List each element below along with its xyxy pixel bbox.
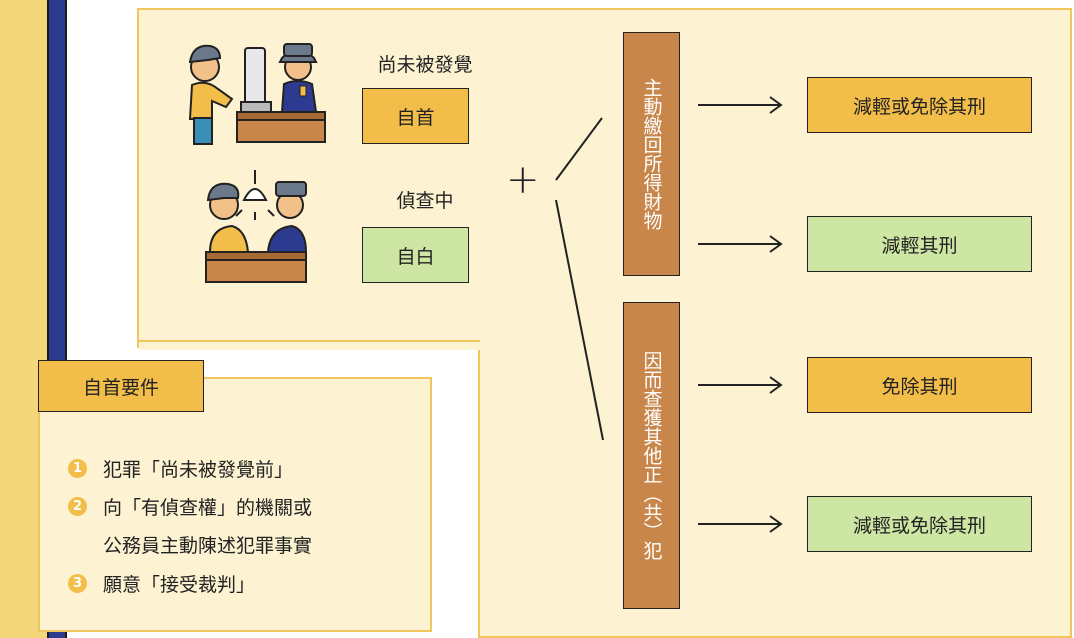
arrow-icons [698, 96, 783, 533]
number-badge-2-icon: 2 [68, 497, 87, 516]
requirement-item-1: 1 犯罪「尚未被發覺前」 [68, 455, 293, 482]
condition-label-investigation: 偵查中 [396, 190, 454, 212]
outcome-box-bottom-2: 減輕或免除其刑 [807, 496, 1032, 552]
interrogation-scene-icon [205, 170, 308, 283]
branch-line-bottom [555, 199, 604, 441]
requirement-text-1: 犯罪「尚未被發覺前」 [103, 459, 294, 481]
vertical-box-other-offenders: 因而查獲其他正（共）犯 [623, 302, 680, 609]
outcome-box-top-1: 減輕或免除其刑 [807, 77, 1032, 133]
requirement-text-2: 向「有偵查權」的機關或 [103, 497, 313, 519]
branch-line-top [555, 117, 603, 181]
number-badge-1-icon: 1 [68, 459, 87, 478]
self-surrender-box: 自首 [362, 88, 469, 144]
number-badge-3-icon: 3 [68, 574, 87, 593]
requirements-title: 自首要件 [38, 360, 204, 412]
outcome-box-top-2: 減輕其刑 [807, 216, 1032, 272]
vertical-box-return-proceeds: 主動繳回所得財物 [623, 32, 680, 276]
outcome-box-bottom-1: 免除其刑 [807, 357, 1032, 413]
requirement-item-2: 2 向「有偵查權」的機關或 [68, 493, 312, 520]
condition-label-undiscovered: 尚未被發覺 [377, 54, 473, 76]
requirement-text-2-continued: 公務員主動陳述犯罪事實 [103, 535, 313, 557]
requirement-text-3: 願意「接受裁判」 [103, 574, 256, 596]
plus-sign: + [506, 157, 540, 203]
requirements-panel [38, 377, 432, 632]
requirement-item-3: 3 願意「接受裁判」 [68, 570, 255, 597]
confession-box: 自白 [362, 227, 469, 283]
surrender-scene-icon [188, 43, 326, 145]
